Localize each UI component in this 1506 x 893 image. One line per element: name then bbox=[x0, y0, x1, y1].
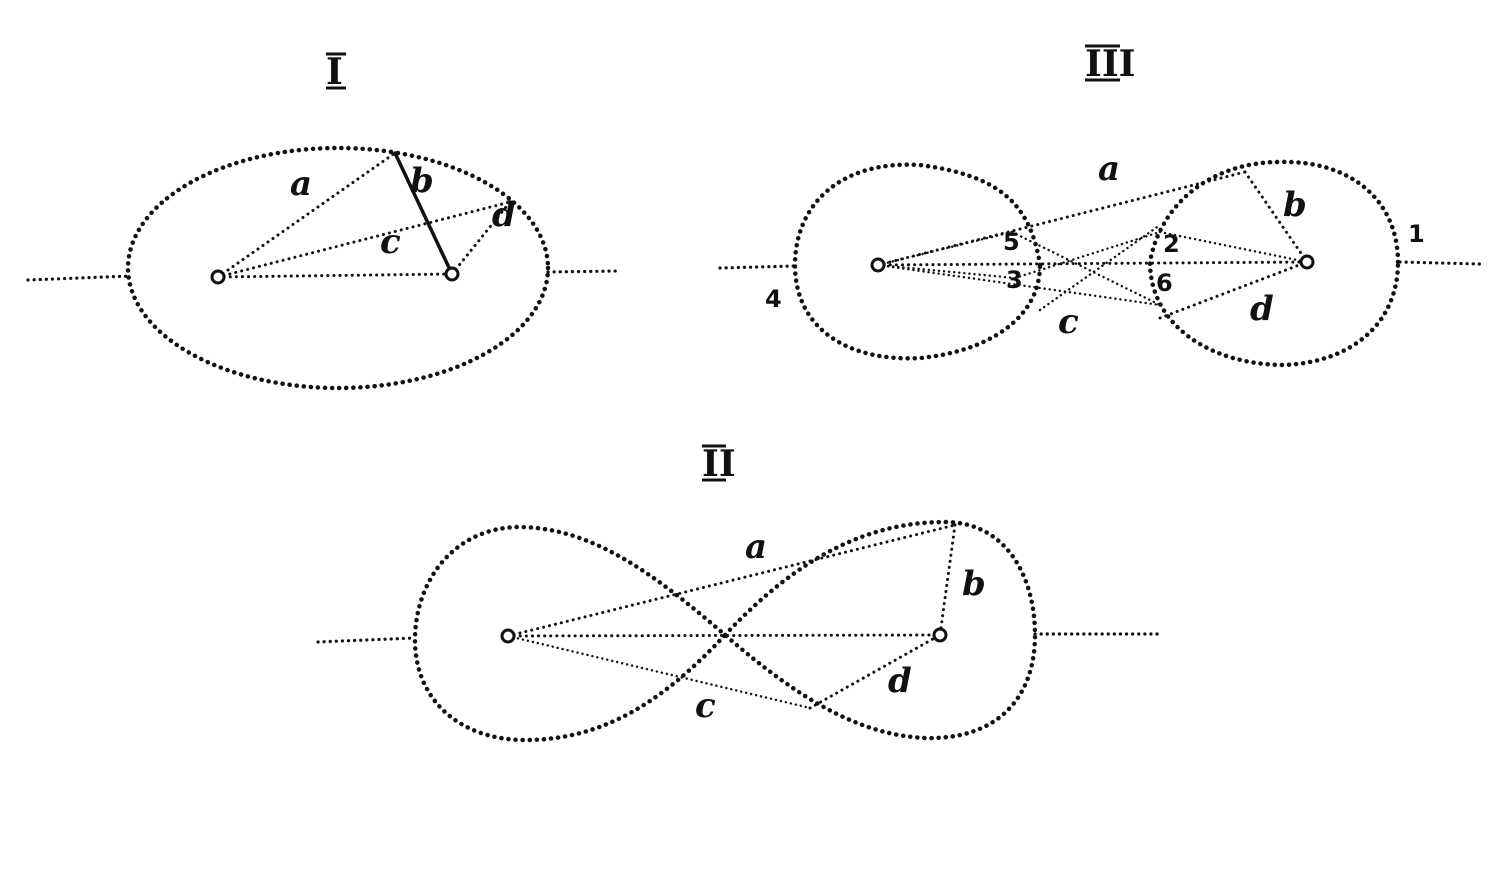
figure-III-point-2: 2 bbox=[1163, 230, 1180, 258]
figure-III-focal-axis bbox=[876, 260, 1309, 267]
figure-I-axis-right bbox=[546, 269, 620, 274]
figure-II-focal-axis bbox=[506, 633, 942, 638]
figure-II-axis-left bbox=[316, 636, 417, 644]
figure-III-label-a: a bbox=[1098, 149, 1120, 189]
figure-III-label-c: c bbox=[1058, 302, 1079, 342]
figure-III-chord-3-2 bbox=[1013, 230, 1162, 280]
figure-III-point-1: 1 bbox=[1408, 220, 1425, 248]
figure-II-lemniscate bbox=[412, 519, 1038, 743]
figure-I-label-d: d bbox=[492, 195, 516, 235]
figure-III-point-6: 6 bbox=[1156, 269, 1173, 297]
figure-III-chord-cross bbox=[1038, 223, 1162, 312]
figure-III-point-4: 4 bbox=[765, 285, 782, 313]
figure-I-label-b: b bbox=[410, 161, 434, 201]
figure-II-focus-left bbox=[500, 628, 516, 644]
figure-III-point-5: 5 bbox=[1003, 228, 1020, 256]
figure-III-title: III bbox=[1085, 43, 1136, 85]
figure-I-focus-right bbox=[444, 266, 460, 282]
figure-II: II a b c d bbox=[316, 443, 1162, 743]
figure-III-label-d: d bbox=[1250, 289, 1274, 329]
figure-I-focus-left bbox=[210, 269, 226, 285]
figure-II-radius-b bbox=[938, 523, 957, 637]
figure-I-radius-b bbox=[393, 151, 454, 276]
figure-III-chord-5-6 bbox=[1010, 230, 1162, 307]
figure-III-radius-c bbox=[876, 263, 1162, 307]
figure-III-radius-d bbox=[1158, 260, 1309, 320]
figure-II-label-b: b bbox=[962, 564, 986, 604]
figure-III-radius-b bbox=[1243, 170, 1309, 264]
figure-III-focus-right bbox=[1299, 254, 1315, 270]
figure-II-focus-right bbox=[932, 627, 948, 643]
figure-II-radius-c bbox=[506, 634, 812, 710]
figure-I-label-a: a bbox=[290, 164, 312, 204]
figure-III-radius-2 bbox=[1158, 230, 1309, 264]
figure-III-focus-left bbox=[870, 257, 886, 273]
figure-III-label-b: b bbox=[1283, 185, 1307, 225]
figure-III-axis-right bbox=[1398, 260, 1482, 266]
figure-II-label-a: a bbox=[745, 527, 767, 567]
figure-III-radius-5 bbox=[876, 230, 1014, 267]
figure-II-title: II bbox=[702, 443, 736, 485]
figure-II-label-c: c bbox=[695, 686, 716, 726]
figure-III-point-3: 3 bbox=[1006, 266, 1023, 294]
figure-I-axis-left bbox=[26, 274, 132, 282]
figure-III-right-loop bbox=[1147, 159, 1401, 368]
figure-I-ellipse bbox=[125, 145, 551, 391]
figure-I-radius-a bbox=[216, 151, 397, 279]
figure-I-label-c: c bbox=[380, 222, 401, 262]
figure-II-radius-d bbox=[808, 633, 942, 710]
figure-II-radius-a bbox=[506, 523, 957, 638]
figure-I: I a b c d bbox=[26, 51, 620, 391]
figure-I-focal-axis bbox=[216, 272, 454, 279]
figure-III-radius-a bbox=[876, 170, 1247, 267]
figure-III: III a b c d 1 2 3 4 5 6 bbox=[718, 43, 1482, 368]
figure-I-radius-c bbox=[216, 200, 512, 279]
figure-III-axis-left bbox=[718, 264, 797, 270]
figure-II-label-d: d bbox=[888, 661, 912, 701]
figure-III-left-loop bbox=[792, 162, 1043, 361]
figure-I-title: I bbox=[326, 51, 343, 93]
